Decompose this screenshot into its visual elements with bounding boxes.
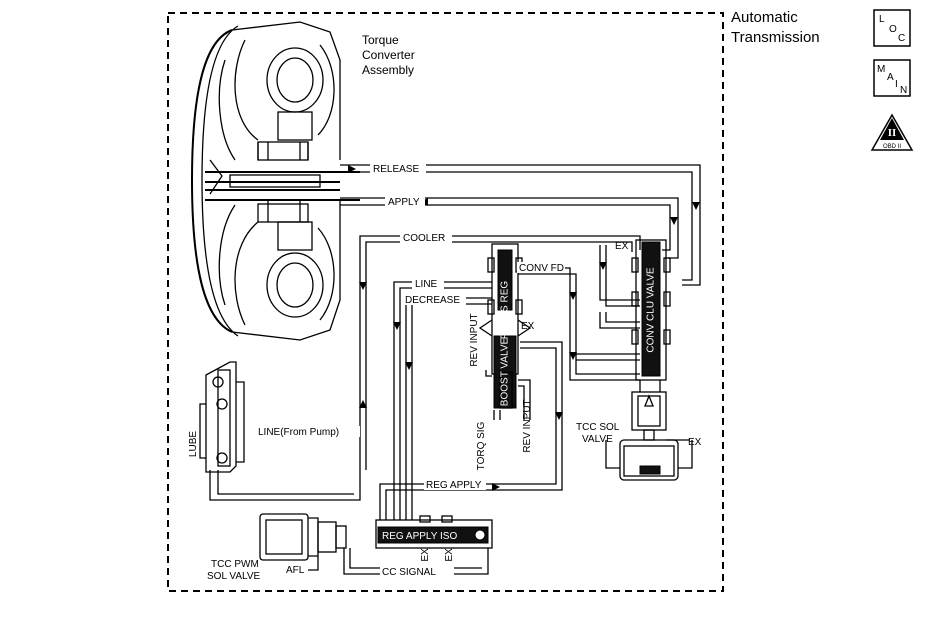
tcc-sol-label-2: VALVE <box>582 434 613 445</box>
svg-text:N: N <box>900 85 907 96</box>
header-line-2: Transmission <box>731 29 820 46</box>
torque-converter-label-3: Assembly <box>362 63 414 77</box>
rev-input-right-label: REV INPUT <box>522 399 533 452</box>
reg-apply-iso-valve <box>375 515 493 549</box>
ex-top-label: EX <box>615 241 629 252</box>
svg-text:II: II <box>888 127 897 139</box>
obd-ii-icon[interactable]: II OBD II <box>870 113 914 151</box>
apply-label: APPLY <box>388 197 420 208</box>
tcc-sol-valve <box>605 391 693 481</box>
release-label: RELEASE <box>373 164 419 175</box>
pressure-regulator-valve <box>478 243 532 409</box>
line-label: LINE <box>415 279 438 290</box>
svg-text:M: M <box>877 64 885 75</box>
svg-text:L: L <box>879 14 885 25</box>
svg-text:O: O <box>889 24 897 35</box>
rev-input-left-label: REV INPUT <box>469 313 480 366</box>
loc-icon[interactable]: L O C <box>873 9 911 47</box>
torq-sig-label: TORQ SIG <box>476 421 487 470</box>
ex-mid-label: EX <box>521 321 535 332</box>
header-line-1: Automatic <box>731 9 798 26</box>
torque-converter-label-1: Torque <box>362 33 399 47</box>
press-reg-label: PRESS REG <box>500 281 511 340</box>
passage-labels: RELEASE APPLY COOLER EX CONV FD LINE DEC… <box>207 163 702 582</box>
flow-arrows <box>348 165 700 575</box>
torque-converter-label-2: Converter <box>362 48 415 62</box>
cc-signal-label: CC SIGNAL <box>382 567 436 578</box>
decrease-label: DECREASE <box>405 295 460 306</box>
svg-text:A: A <box>887 72 894 83</box>
torque-converter-assembly <box>190 21 360 341</box>
main-icon[interactable]: M A I N <box>873 59 911 97</box>
lube-label: LUBE <box>188 431 199 457</box>
ex-small-label-2: EX <box>444 548 455 562</box>
ex-small-label-1: EX <box>420 548 431 562</box>
conv-clu-valve-label: CONV CLU VALVE <box>646 267 657 353</box>
reg-apply-line-label: REG APPLY <box>426 480 482 491</box>
cooler-lube-assembly <box>199 361 245 473</box>
svg-text:C: C <box>898 33 905 44</box>
svg-text:I: I <box>895 79 898 90</box>
tcc-pwm-label-2: SOL VALVE <box>207 571 261 582</box>
fluid-passages <box>209 164 701 575</box>
svg-text:OBD II: OBD II <box>883 144 901 150</box>
cooler-label: COOLER <box>403 233 445 244</box>
conv-fd-label: CONV FD <box>519 263 564 274</box>
line-from-pump-label: LINE(From Pump) <box>258 427 339 438</box>
boost-valve-label: BOOST VALVE <box>500 337 511 406</box>
ex-sol-label: EX <box>688 437 702 448</box>
tcc-sol-label-1: TCC SOL <box>576 422 620 433</box>
tcc-pwm-sol-valve <box>259 513 347 571</box>
tcc-pwm-label-1: TCC PWM <box>211 559 259 570</box>
afl-label: AFL <box>286 565 305 576</box>
converter-clutch-valve <box>631 239 671 381</box>
diagram-boundary <box>167 12 724 592</box>
reg-apply-iso-label: REG APPLY ISO <box>382 531 457 542</box>
